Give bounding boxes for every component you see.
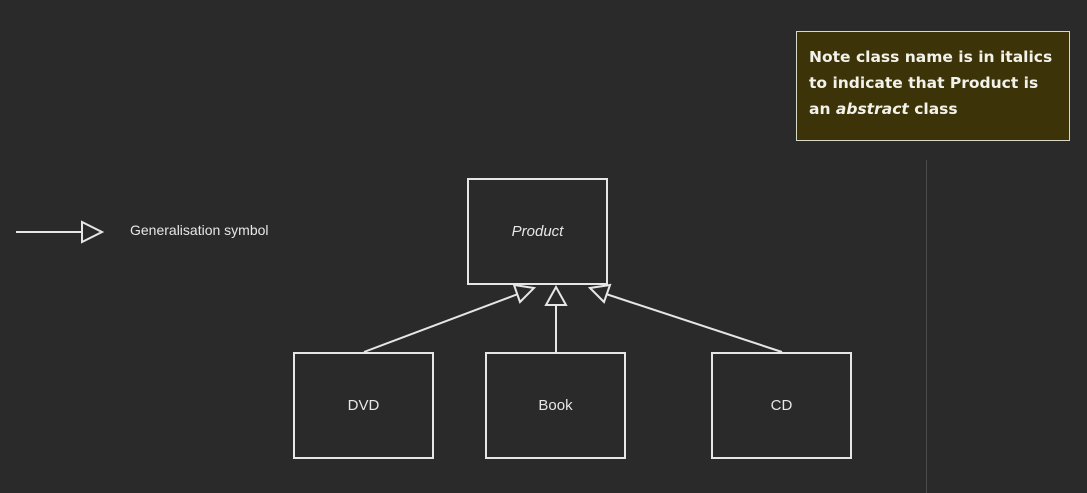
class-product-name: Product [511, 223, 564, 240]
vertical-divider [926, 160, 927, 493]
note-emphasis-abstract: abstract [835, 100, 909, 118]
generalisation-cd-to-product [587, 283, 783, 353]
generalisation-book-to-product [544, 284, 568, 352]
legend-generalisation-arrow-icon [16, 220, 105, 244]
class-book-box[interactable]: Book [485, 352, 626, 459]
class-dvd-name: DVD [347, 397, 380, 414]
class-cd-box[interactable]: CD [711, 352, 852, 459]
note-line-3-prefix: an [809, 100, 831, 118]
class-cd-name: CD [770, 397, 793, 414]
note-line-3-suffix: class [914, 100, 958, 118]
abstract-class-note[interactable]: Note class name is in italics to indicat… [796, 31, 1070, 141]
note-line-2: to indicate that Product is [809, 74, 1039, 92]
note-line-3: an abstract class [809, 96, 1059, 122]
generalisation-dvd-to-product [363, 283, 537, 353]
class-book-name: Book [538, 397, 573, 414]
class-product-box[interactable]: Product [467, 178, 608, 285]
class-dvd-box[interactable]: DVD [293, 352, 434, 459]
note-line-1: Note class name is in italics [809, 48, 1053, 66]
legend-label: Generalisation symbol [130, 222, 269, 238]
